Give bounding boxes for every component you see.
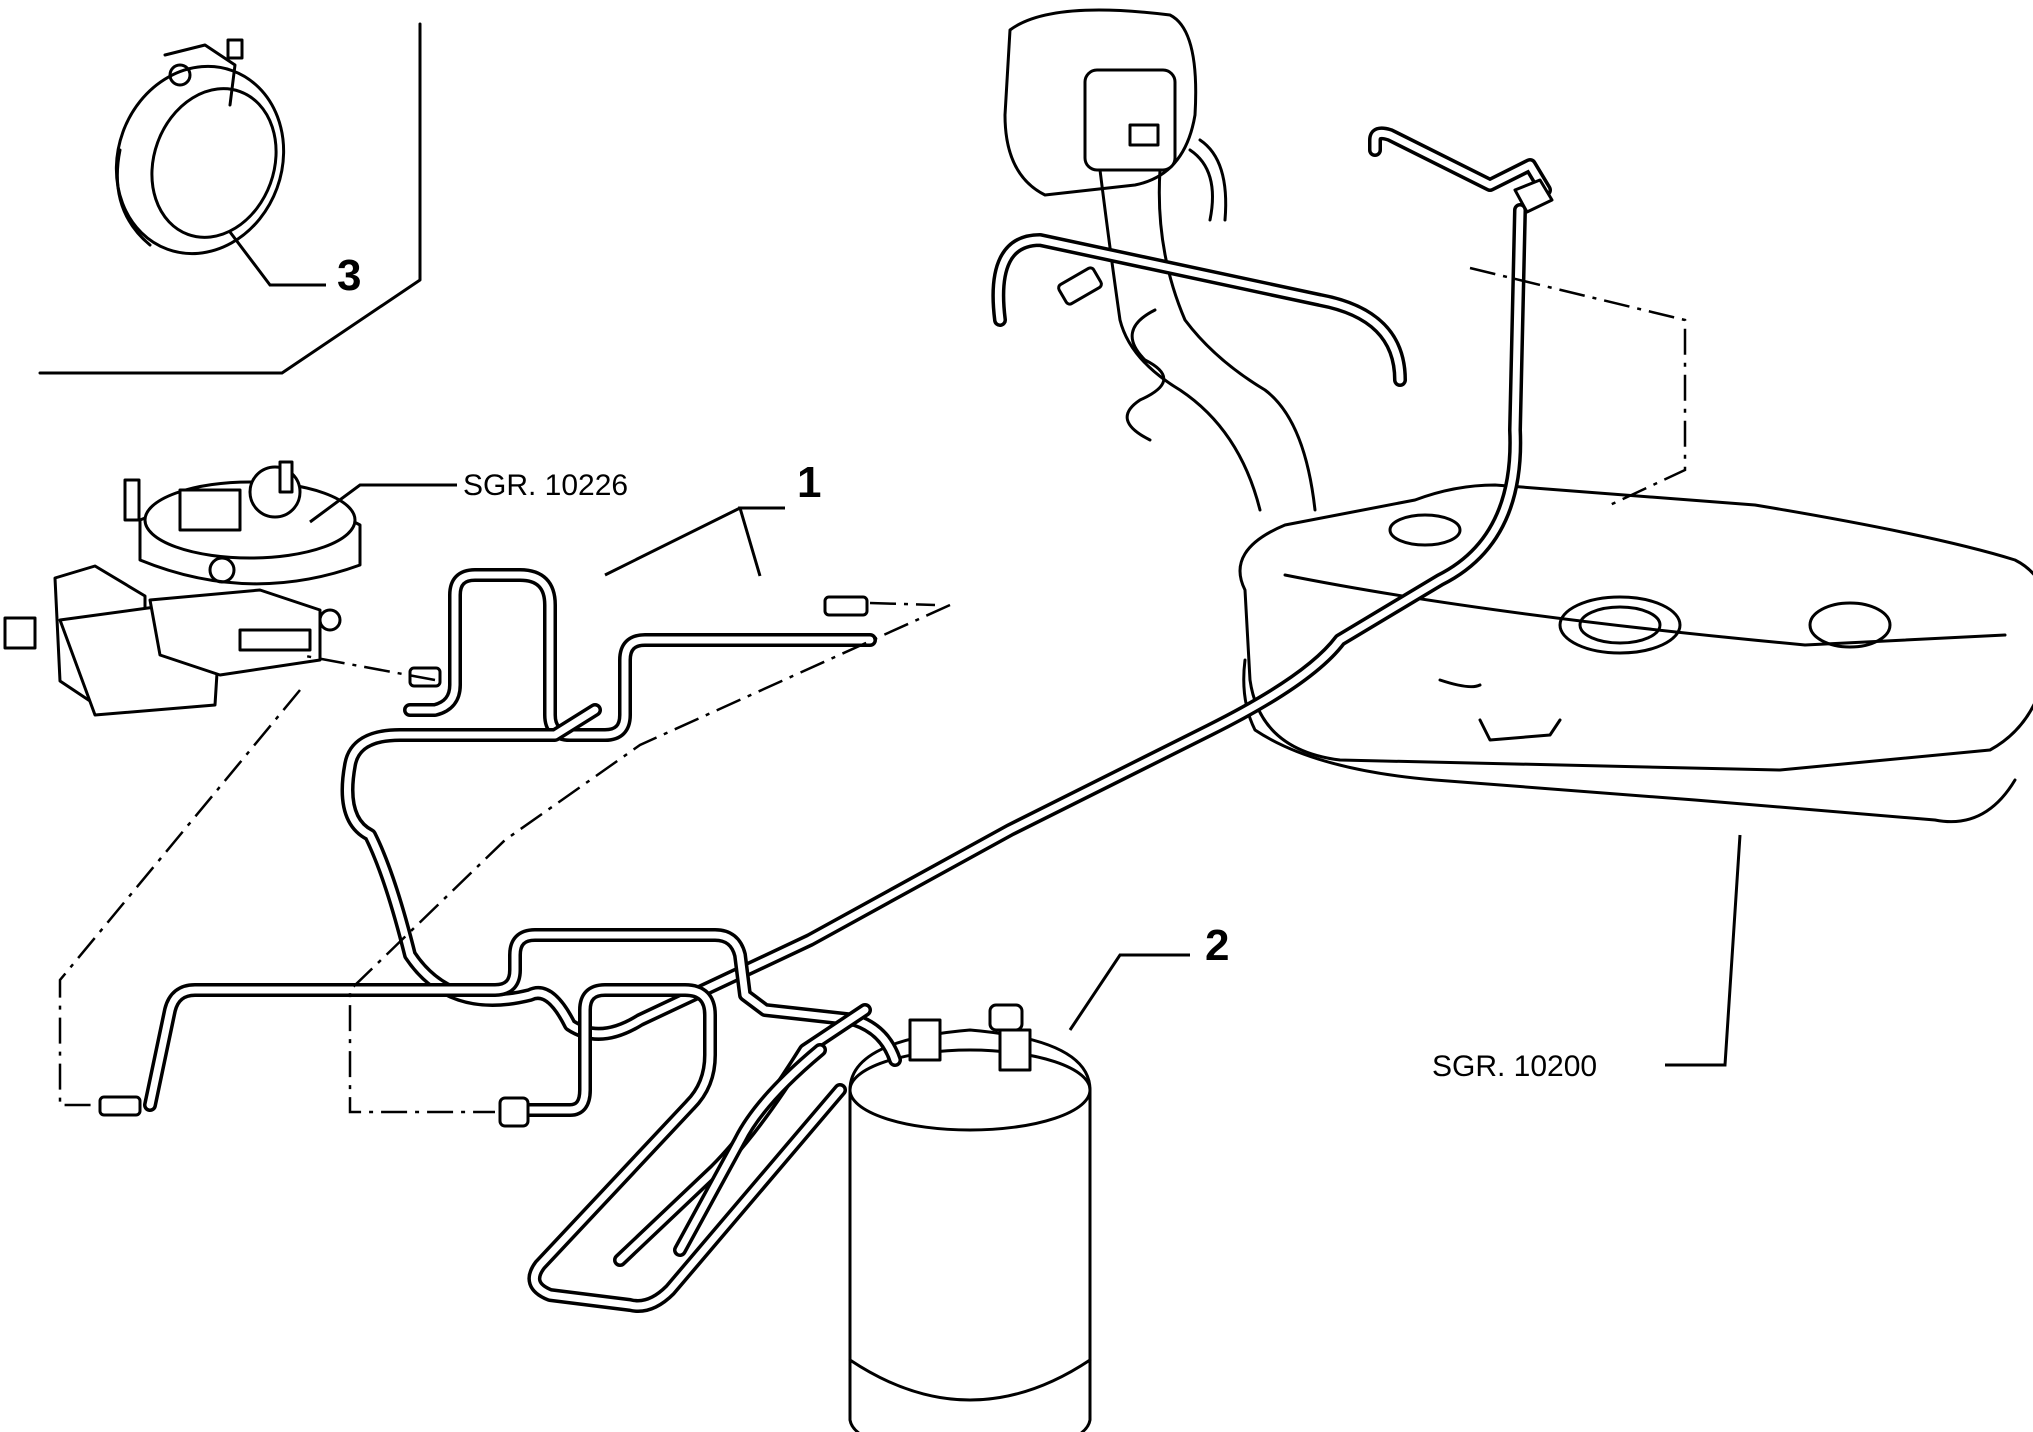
fuel-line-assembly (340, 126, 1554, 1041)
leader-2 (1068, 953, 1190, 1031)
leader-1 (737, 506, 785, 577)
ref-fuel-tank: SGR. 10200 (1432, 1050, 1597, 1083)
ref-carburettor: SGR. 10226 (463, 469, 628, 502)
leader-1b (604, 506, 741, 577)
hose-clamp-illustration (114, 38, 286, 256)
callout-3: 3 (337, 251, 361, 300)
vapour-hoses (98, 928, 902, 1313)
inset-frame (38, 22, 422, 375)
carburettor-illustration (3, 460, 362, 717)
leader-3 (228, 231, 326, 287)
leader-fuel-tank-ref (1665, 834, 1742, 1067)
callout-1: 1 (797, 458, 821, 507)
fuel-filler-neck-illustration (1003, 8, 1317, 512)
vapour-canister-illustration (848, 1003, 1092, 1432)
leader-carburettor-ref (309, 483, 457, 524)
fuel-tank-illustration (1238, 483, 2033, 824)
connection-lines (58, 266, 1687, 1114)
callout-2: 2 (1205, 921, 1229, 970)
